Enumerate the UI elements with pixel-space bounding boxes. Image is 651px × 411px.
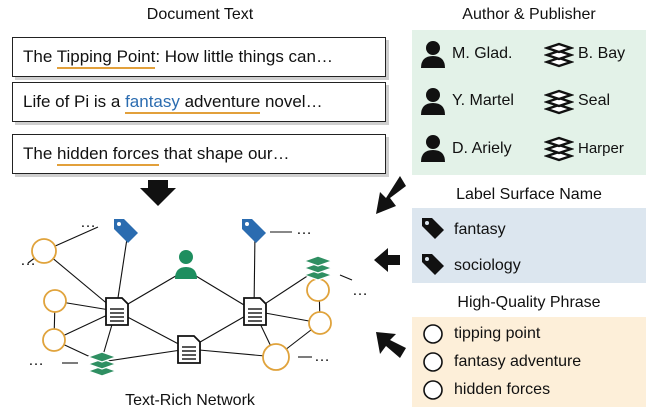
author-name: D. Ariely [452,140,512,157]
label-surface-name-panel: fantasy sociology [412,208,646,283]
person-icon [421,135,445,162]
phrase-highlight: Tipping Point [56,47,156,69]
ellipsis: … [296,221,312,238]
circle-icon [423,352,443,372]
text-rich-network [27,219,353,377]
high-quality-phrase-panel: tipping point fantasy adventure hidden f… [412,317,646,407]
phrase-node [43,289,67,313]
books-node [86,255,334,377]
tag-icon [422,218,444,239]
document-card-3: The hidden forces that shape our… [12,134,386,174]
circle-icon [423,324,443,344]
document-node [105,297,267,364]
author-name: M. Glad. [452,45,513,62]
arrow-from-author-icon [376,176,406,214]
phrase-text: tipping point [454,325,541,342]
person-icon [421,88,445,115]
ellipsis: … [314,348,330,365]
books-icon [544,89,574,115]
books-icon [544,136,574,162]
author-publisher-panel: M. Glad. Y. Martel D. Ariely B. Bay Seal… [412,30,646,175]
publisher-name: B. Bay [578,45,626,62]
phrase-node [262,343,290,371]
down-arrow-icon [140,180,176,206]
phrase-node [42,328,66,352]
author-name: Y. Martel [452,92,514,109]
document-text-heading: Document Text [146,6,254,23]
arrow-from-label-icon [374,248,400,272]
phrase-node [306,278,330,302]
phrase-node [31,238,57,264]
label-surface-name-heading: Label Surface Name [456,186,602,203]
ellipsis: … [352,282,368,299]
author-publisher-heading: Author & Publisher [462,6,596,23]
person-icon [421,41,445,68]
document-card-1: The Tipping Point: How little things can… [12,37,386,77]
circle-icon [423,380,443,400]
books-icon [544,42,574,68]
label-name: sociology [454,257,521,274]
ellipsis: … [28,352,44,369]
document-card-2: Life of Pi is a fantasy adventure novel… [12,82,386,122]
network-caption: Text-Rich Network [125,392,255,409]
publisher-name: Seal [578,92,611,109]
phrase-text: hidden forces [454,381,551,398]
arrow-from-phrase-icon [376,332,406,358]
author-node [175,250,197,279]
phrase-highlight: adventure [179,92,261,114]
label-highlight: fantasy [125,92,180,114]
document-text-3: The hidden forces that shape our… [23,144,290,166]
label-name: fantasy [454,221,506,238]
publisher-name: Harper [578,140,624,157]
high-quality-phrase-heading: High-Quality Phrase [457,294,601,311]
tag-icon [422,254,444,275]
ellipsis: … [20,252,36,269]
document-text-2: Life of Pi is a fantasy adventure novel… [23,92,323,114]
document-text-1: The Tipping Point: How little things can… [23,47,333,69]
phrase-text: fantasy adventure [454,353,582,370]
ellipsis: … [80,214,96,231]
tag-node [114,219,266,243]
phrase-node [308,311,332,335]
phrase-highlight: hidden forces [57,144,160,166]
